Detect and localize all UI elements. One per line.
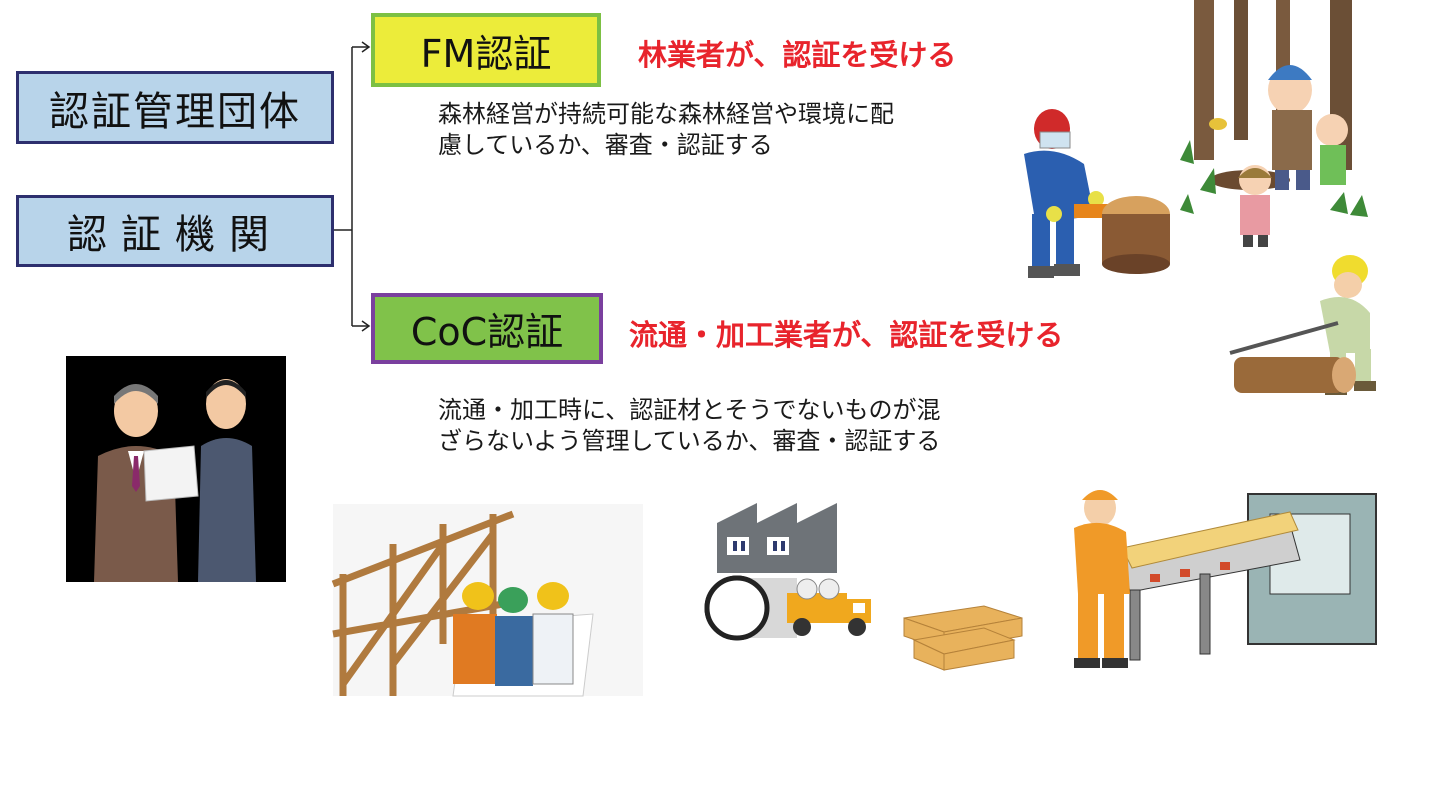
management-body-label: 認証管理団体: [49, 88, 301, 135]
factory-truck-icon: [704, 503, 871, 641]
coc-certification-box: CoC認証: [371, 293, 603, 364]
management-body-box: 認証管理団体: [16, 71, 334, 144]
coc-recipient-note: 流通・加工業者が、認証を受ける: [629, 318, 1064, 352]
fm-description-line-2: 慮しているか、審査・認証する: [438, 131, 773, 159]
fm-certification-label: FM認証: [420, 31, 552, 76]
officials-document-icon: [66, 356, 286, 582]
coc-description: 流通・加工時に、認証材とそうでないものが混 ざらないよう管理しているか、審査・認…: [438, 395, 941, 457]
certification-body-box: 認証機関: [16, 195, 334, 267]
fm-certification-box: FM認証: [371, 13, 601, 87]
fm-description-line-1: 森林経営が持続可能な森林経営や環境に配: [438, 100, 894, 128]
coc-description-line-2: ざらないよう管理しているか、審査・認証する: [438, 427, 941, 455]
sawmill-worker-icon: [1074, 490, 1377, 668]
construction-workers-icon: [331, 504, 643, 697]
fm-description: 森林経営が持続可能な森林経営や環境に配 慮しているか、審査・認証する: [438, 99, 894, 161]
forest-inspectors-icon: [1180, 0, 1368, 247]
coc-certification-label: CoC認証: [410, 310, 564, 354]
certification-body-label: 認証機関: [67, 212, 283, 258]
chainsaw-worker-icon: [1024, 109, 1170, 278]
log-rolling-worker-icon: [1229, 255, 1376, 395]
lumber-stack-icon: [903, 605, 1023, 671]
fm-recipient-note: 林業者が、認証を受ける: [638, 38, 957, 72]
coc-description-line-1: 流通・加工時に、認証材とそうでないものが混: [438, 396, 941, 424]
